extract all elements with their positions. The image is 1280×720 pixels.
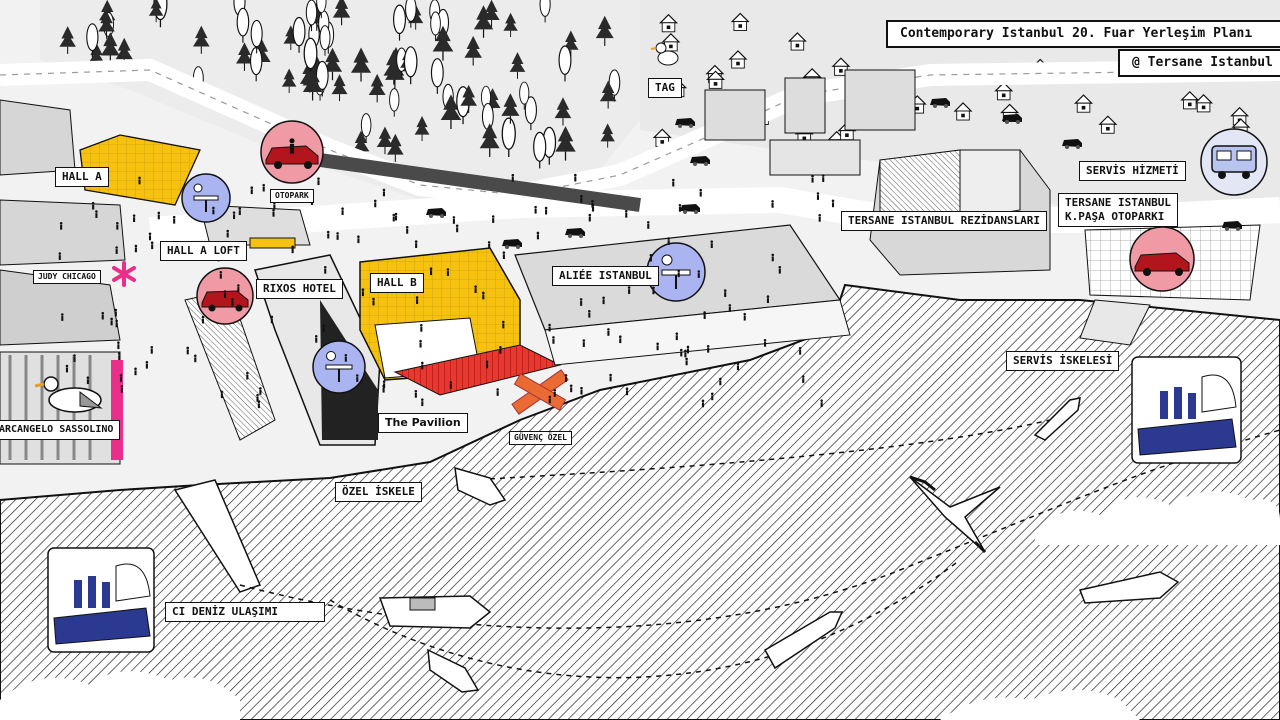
cafe-table-icon[interactable] — [181, 173, 231, 223]
label-hall-a[interactable]: HALL A — [55, 167, 109, 187]
retaining-wall — [319, 153, 641, 212]
seagull-icon — [34, 376, 103, 413]
label-servis-iskelesi[interactable]: SERVİS İSKELESİ — [1006, 351, 1120, 371]
ferry-passengers-icon[interactable] — [47, 547, 155, 653]
label-kpasa-otoparki[interactable]: TERSANE ISTANBUL K.PAŞA OTOPARKI — [1058, 193, 1178, 227]
label-arcangelo-sassolino[interactable]: ARCANGELO SASSOLINO — [0, 420, 121, 440]
label-guvenc-ozel[interactable]: GÜVENÇ ÖZEL — [509, 431, 572, 445]
label-hall-b[interactable]: HALL B — [370, 273, 424, 293]
ferry-passengers-icon[interactable] — [1131, 356, 1242, 464]
label-ozel-iskele[interactable]: ÖZEL İSKELE — [335, 482, 422, 502]
label-hall-a-loft[interactable]: HALL A LOFT — [160, 241, 247, 261]
venue-label: @ Tersane Istanbul — [1118, 49, 1280, 77]
cloud — [940, 690, 1140, 720]
page-title: Contemporary Istanbul 20. Fuar Yerleşim … — [886, 20, 1280, 48]
boat-icon — [454, 466, 507, 506]
cloud — [0, 671, 240, 720]
label-tersane-rezidanslari[interactable]: TERSANE ISTANBUL REZİDANSLARI — [841, 211, 1048, 231]
label-rixos-hotel[interactable]: RIXOS HOTEL — [256, 279, 343, 299]
label-tag[interactable]: TAG — [648, 78, 682, 98]
ferry-route-1 — [239, 429, 1280, 629]
ferry-route-2 — [329, 559, 961, 679]
boat-icon — [1078, 571, 1180, 604]
left-warehouses — [0, 99, 126, 465]
boat-icon — [763, 611, 844, 670]
label-otopark[interactable]: OTOPARK — [270, 189, 314, 203]
hall-a-loft-accent — [249, 237, 296, 249]
car-parking-icon[interactable] — [1129, 226, 1195, 292]
apartment-blocks — [704, 69, 916, 176]
cafe-table-icon[interactable] — [646, 242, 706, 302]
ferry-route-3 — [469, 419, 1051, 481]
ozel-iskele-pier — [173, 479, 262, 593]
seagull-icon — [909, 475, 1001, 554]
pavilion-canopy[interactable] — [393, 344, 562, 396]
label-the-pavilion[interactable]: The Pavilion — [378, 413, 468, 433]
car-parking-icon[interactable] — [260, 120, 324, 184]
label-ci-deniz-ulasimi[interactable]: CI DENİZ ULAŞIMI — [165, 602, 325, 622]
seagull-icon — [650, 42, 679, 66]
shuttle-bus-icon[interactable] — [1200, 128, 1268, 196]
servis-iskelesi-pier — [1079, 299, 1151, 346]
label-judy-chicago[interactable]: JUDY CHICAGO — [33, 270, 101, 284]
guvenc-ozel-sculpture[interactable] — [511, 369, 569, 415]
label-servis-hizmeti[interactable]: SERVİS HİZMETİ — [1079, 161, 1186, 181]
asterisk-artwork-icon — [112, 261, 136, 287]
label-aliee-istanbul[interactable]: ALIÉE ISTANBUL — [552, 266, 659, 286]
boat-icon — [1033, 397, 1081, 441]
cloud — [1035, 491, 1280, 545]
boat-icon — [378, 595, 492, 629]
boat-icon — [427, 648, 480, 693]
cafe-table-icon[interactable] — [312, 340, 366, 394]
